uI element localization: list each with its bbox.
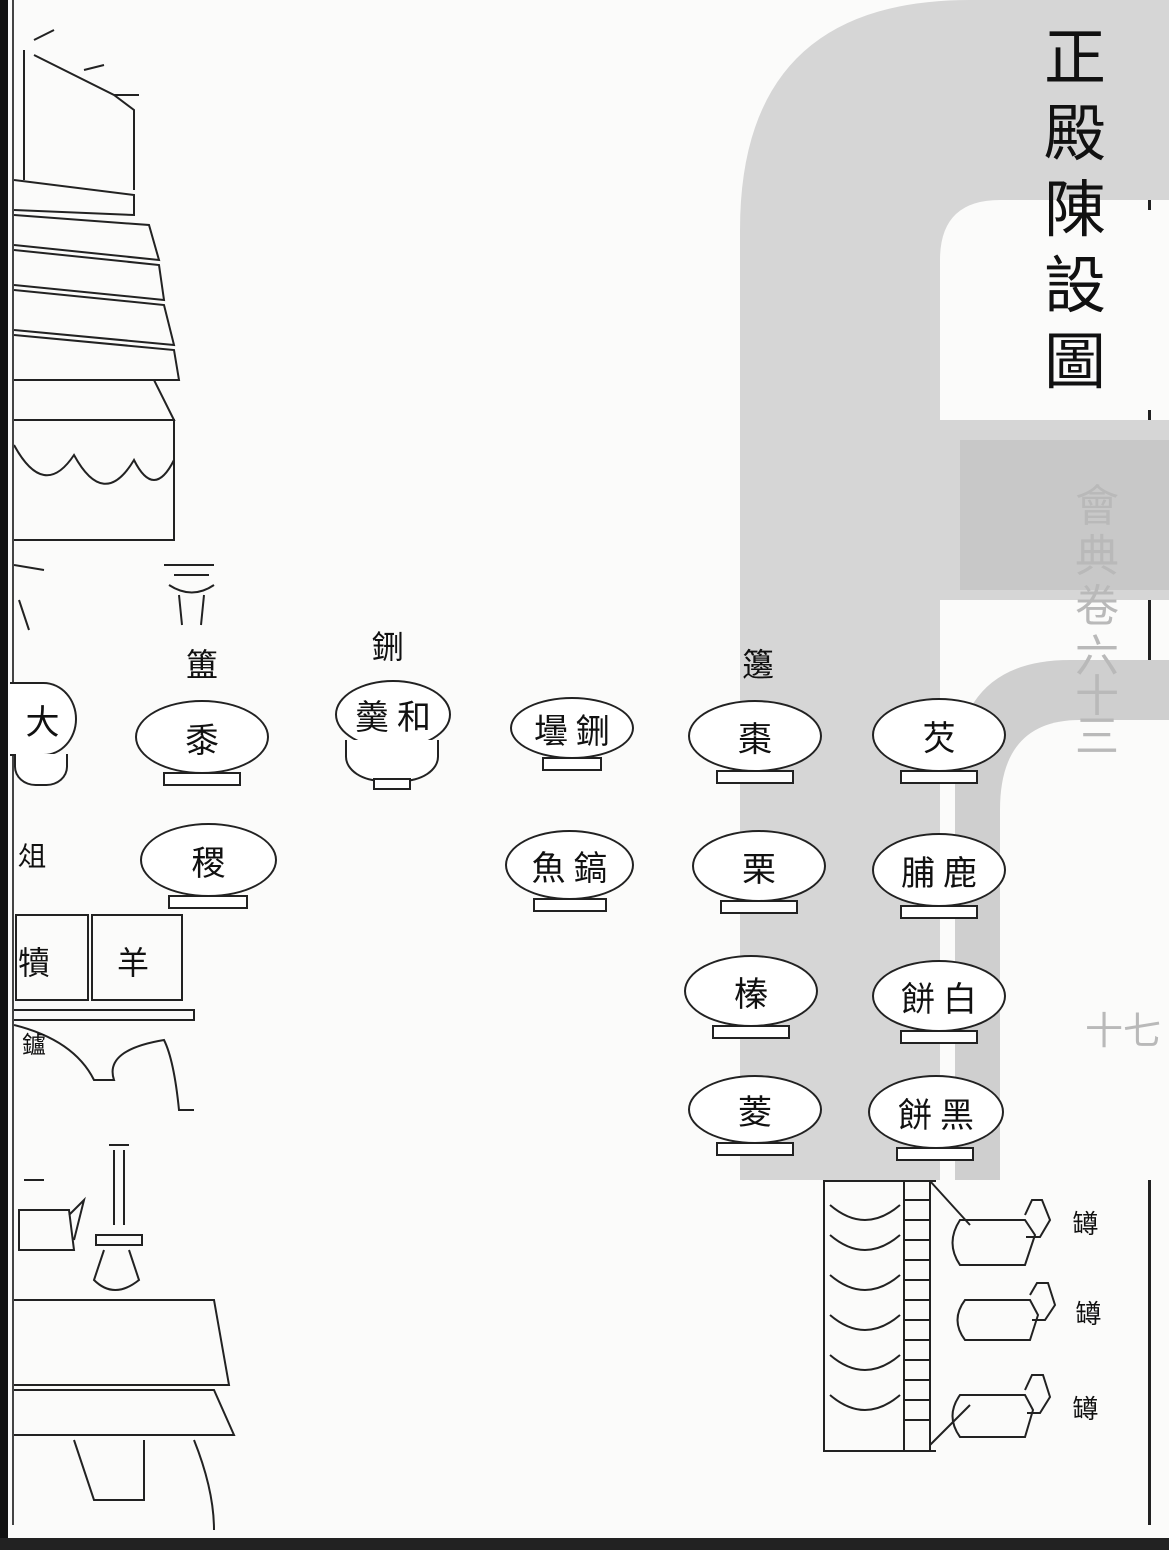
title-char: 殿 <box>1044 96 1106 172</box>
title-column: 正 殿 陳 設 圖 <box>1030 20 1120 400</box>
left-page-edge <box>0 0 8 1550</box>
folio-number: 十七 <box>1085 1000 1161 1055</box>
group-label-xing: 鉶 <box>372 622 404 668</box>
zun-table-drawing <box>820 1175 1090 1465</box>
vessel-char: 芡 <box>922 711 956 760</box>
zun-label: 罇 <box>1065 1210 1102 1236</box>
vessel-char: 栗 <box>742 842 776 891</box>
zun-label: 罇 <box>1068 1300 1105 1326</box>
vessel-char: 黍 <box>185 713 219 762</box>
vessel-char: 壜 <box>534 704 568 753</box>
vessel-char: 大 <box>26 695 60 744</box>
vessel-char: 羹 <box>355 690 389 739</box>
zun-label: 罇 <box>1065 1395 1102 1421</box>
zu-label: 俎 <box>18 835 46 875</box>
vessel-char: 和 <box>397 690 431 739</box>
vessel-char: 餅 <box>901 972 935 1021</box>
vessel-char: 鎬 <box>574 841 608 890</box>
vessel-char: 棗 <box>738 712 772 761</box>
title-char: 正 <box>1044 20 1106 96</box>
box-label-du: 犢 <box>18 938 50 984</box>
title-char: 設 <box>1044 248 1106 324</box>
vessel-char: 菱 <box>738 1085 772 1134</box>
margin-char: 三 <box>1075 700 1119 764</box>
vessel-char: 脯 <box>901 846 935 895</box>
group-label-gui: 簠 <box>186 640 218 686</box>
title-char: 圖 <box>1044 324 1106 400</box>
stand-label: 鑪 <box>22 1025 46 1060</box>
box-label-yang: 羊 <box>117 938 149 984</box>
vessel-char: 榛 <box>734 967 768 1016</box>
vessel-char: 鹿 <box>943 846 977 895</box>
vessel-char: 餅 <box>898 1088 932 1137</box>
vessel-char: 魚 <box>532 841 566 890</box>
vessel-char: 黑 <box>940 1088 974 1137</box>
title-char: 陳 <box>1044 172 1106 248</box>
group-label-bian: 籩 <box>742 640 774 686</box>
vessel-char: 稷 <box>192 836 226 885</box>
vessel-char: 鉶 <box>576 704 610 753</box>
vessel-char: 白 <box>943 972 977 1021</box>
